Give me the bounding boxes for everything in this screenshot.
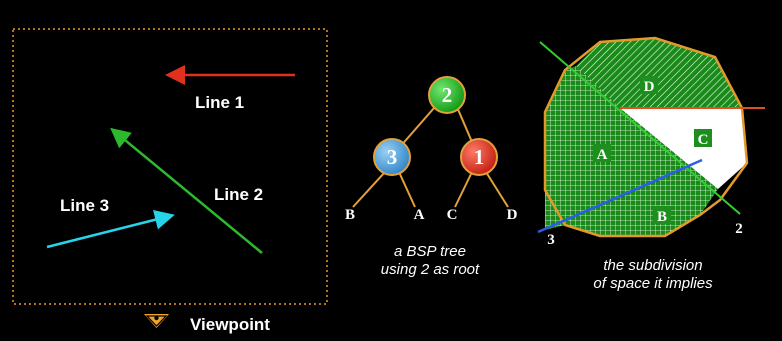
line-1-label: Line 1 bbox=[195, 93, 244, 112]
tree-node-root bbox=[428, 76, 466, 114]
split-line-2-number: 2 bbox=[735, 221, 743, 237]
tree-leaf-b: B bbox=[345, 207, 355, 223]
region-d-badge bbox=[640, 76, 658, 94]
tree-edge-1-d bbox=[485, 171, 509, 208]
split-line-2 bbox=[539, 41, 741, 215]
tree-leaf-d: D bbox=[507, 207, 518, 223]
scene-panel: Line 1 Line 2 Line 3 Viewpoint bbox=[12, 28, 328, 334]
scene-frame bbox=[12, 28, 328, 305]
region-a-label: A bbox=[597, 147, 608, 163]
tree-node-left bbox=[373, 138, 411, 176]
tree-node-right-label: 1 bbox=[474, 145, 485, 169]
viewpoint-label: Viewpoint bbox=[190, 315, 270, 334]
split-line-3-number: 3 bbox=[547, 232, 555, 248]
space-boundary bbox=[543, 36, 749, 238]
tree-node-root-label: 2 bbox=[442, 83, 453, 107]
region-b-label: B bbox=[657, 209, 667, 225]
viewpoint-eye-icon bbox=[144, 314, 169, 328]
region-d-label: D bbox=[644, 79, 655, 95]
subdivision-caption-line2: of space it implies bbox=[593, 275, 713, 292]
split-line-3 bbox=[537, 158, 703, 234]
line-3-label: Line 3 bbox=[60, 196, 109, 215]
region-c-badge bbox=[694, 129, 712, 147]
tree-edge-3-a bbox=[398, 171, 416, 208]
tree-node-left-label: 3 bbox=[387, 145, 398, 169]
region-a-badge bbox=[593, 144, 611, 162]
region-b bbox=[545, 170, 718, 236]
tree-edge-3-b bbox=[352, 171, 386, 208]
region-c-label: C bbox=[698, 132, 709, 148]
region-c bbox=[620, 108, 747, 189]
subdivision-caption-line1: the subdivision bbox=[603, 257, 702, 274]
region-d bbox=[576, 38, 742, 108]
line-2 bbox=[110, 127, 263, 254]
tree-node-right bbox=[460, 138, 498, 176]
line-2-label: Line 2 bbox=[214, 185, 263, 204]
tree-caption-line1: a BSP tree bbox=[394, 243, 466, 260]
tree-leaf-c: C bbox=[447, 207, 458, 223]
region-a bbox=[545, 66, 716, 230]
tree-leaf-a: A bbox=[414, 207, 425, 223]
line-3 bbox=[46, 209, 175, 249]
space-subdivision: D A C B 2 3 the subdivision of space it … bbox=[537, 36, 765, 292]
bsp-tree: 2 3 1 B A C D a BSP tree using 2 as root bbox=[345, 76, 518, 278]
tree-edge-1-c bbox=[454, 171, 473, 208]
tree-caption-line2: using 2 as root bbox=[381, 261, 480, 278]
region-b-badge bbox=[653, 206, 671, 224]
